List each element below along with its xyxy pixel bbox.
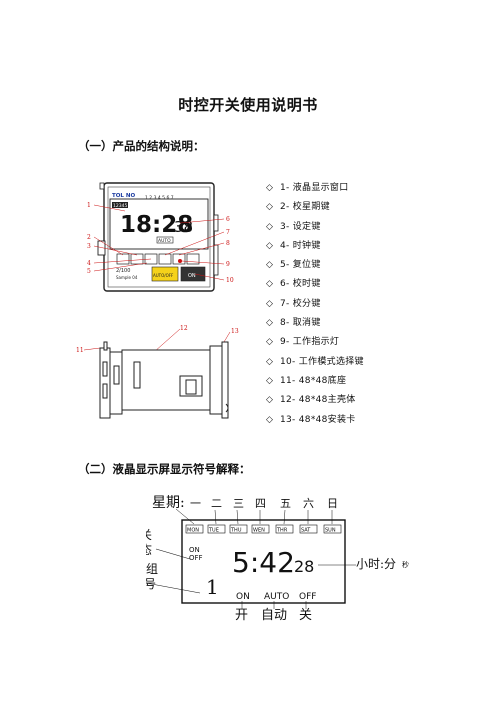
callout-6: 6 [226,216,230,223]
device-side-diagram: 11 12 13 [76,325,239,419]
mount-card [209,345,223,415]
legend-item: ◇7- 校分键 [266,298,321,309]
weekday-cn-5: 五 [280,497,291,510]
set-key [130,253,144,265]
mode-select-key [151,266,179,282]
lcd-time: 18:28 [120,212,193,238]
base-socket [99,347,111,419]
bottom-left-label: 2/100 [116,268,130,274]
callout-1: 1 [87,202,91,209]
state-auto: AUTO [264,592,289,602]
callout-13: 13 [231,328,239,335]
weekday-en-5: THR [276,528,288,534]
callout-12: 12 [180,325,188,332]
legend-item: ◇6- 校时键 [266,279,321,290]
right-key [180,266,206,282]
weekday-cn-1: 一 [190,497,201,510]
legend-item: ◇5- 复位键 [266,260,321,271]
legend-item: ◇8- 取消键 [266,318,321,329]
lcd-time-main: 5:42 [232,546,295,579]
weekday-label: 星期: [152,495,185,511]
legend-item: ◇11- 48*48底座 [266,375,347,386]
off-text: OFF [189,554,203,562]
switch-state-label-1: 开关 [146,528,152,542]
weekday-en-4: WEN [253,528,265,534]
weekday-en-7: SUN [325,528,336,534]
state-auto-cn: 自动 [261,608,287,621]
seconds-label: 秒 [402,560,409,569]
page-title: 时控开关使用说明书 [178,96,318,114]
state-on-cn: 开 [235,608,248,621]
callout-7: 7 [226,229,230,236]
callout-8: 8 [226,240,230,247]
bottom-small-label: Sample 04 [116,275,138,280]
legend-item: ◇4- 时钟键 [266,240,321,251]
svg-text:AUTO/OFF: AUTO/OFF [153,273,174,278]
weekday-cn-3: 三 [233,497,244,510]
switch-state-label-2: 标态 [146,543,152,557]
weekday-cn-2: 二 [211,497,222,510]
callout-11: 11 [76,347,84,354]
lcd-weekdays: 1 2 3 4 5 6 7 [145,195,174,201]
weekday-cn-6: 六 [303,497,314,510]
legend-item: ◇13- 48*48安装卡 [266,414,356,425]
on-text: ON [189,546,200,554]
weekday-cn-4: 四 [255,497,266,510]
weekday-en-3: THU [230,528,242,534]
callout-5: 5 [87,268,91,275]
lcd-symbol-diagram: 星期: 一 二 三 四 五 六 日 MON TUE THU WEN THR SA… [146,495,409,621]
legend-item: ◇9- 工作指示灯 [266,337,340,348]
legend-list: ◇1- 液晶显示窗口 ◇2- 校星期键 ◇3- 设定键 ◇4- 时钟键 ◇5- … [266,179,466,430]
state-off: OFF [299,592,316,602]
callout-2: 2 [87,234,91,241]
weekday-en-6: SAT [301,528,311,534]
device-front-diagram: TOL NO 12345 1 2 3 4 5 6 7 18:28 38 AUTO… [87,182,234,292]
callout-4: 4 [87,260,91,267]
section1-heading: （一）产品的结构说明： [78,139,205,153]
work-indicator-light [178,259,182,263]
lcd-top-label: 12345 [113,203,127,209]
group-label-2: 编号 [146,576,156,591]
svg-text:ON: ON [188,273,196,279]
lcd-time-seconds: 28 [294,557,314,576]
callout-3: 3 [87,243,91,250]
week-key [116,253,130,265]
callout-10: 10 [226,277,234,284]
brand-logo: TOL NO [112,193,135,199]
lcd-auto: AUTO [158,238,171,244]
hour-minute-label: 小时:分 [356,557,396,571]
minute-key [172,253,186,265]
state-off-cn: 关 [299,608,312,621]
state-on: ON [236,592,250,602]
callout-9: 9 [226,261,230,268]
group-number: 1 [206,575,219,599]
weekday-cn-7: 日 [327,497,338,510]
section2-heading: （二）液晶显示屏显示符号解释： [78,462,251,476]
weekday-en-1: MON [187,528,199,534]
legend-item: ◇1- 液晶显示窗口 [266,183,349,193]
weekday-en-2: TUE [208,528,219,534]
lcd-seconds: 38 [174,218,193,236]
lcd-frame [181,519,346,604]
legend-item: ◇10- 工作模式选择键 [266,356,364,367]
legend-item: ◇12- 48*48主壳体 [266,395,356,406]
hour-key [158,253,172,265]
group-label-1: 定时组 [146,561,158,576]
legend-item: ◇2- 校星期键 [266,202,330,213]
cancel-key [186,253,200,265]
legend-item: ◇3- 设定键 [266,221,321,232]
